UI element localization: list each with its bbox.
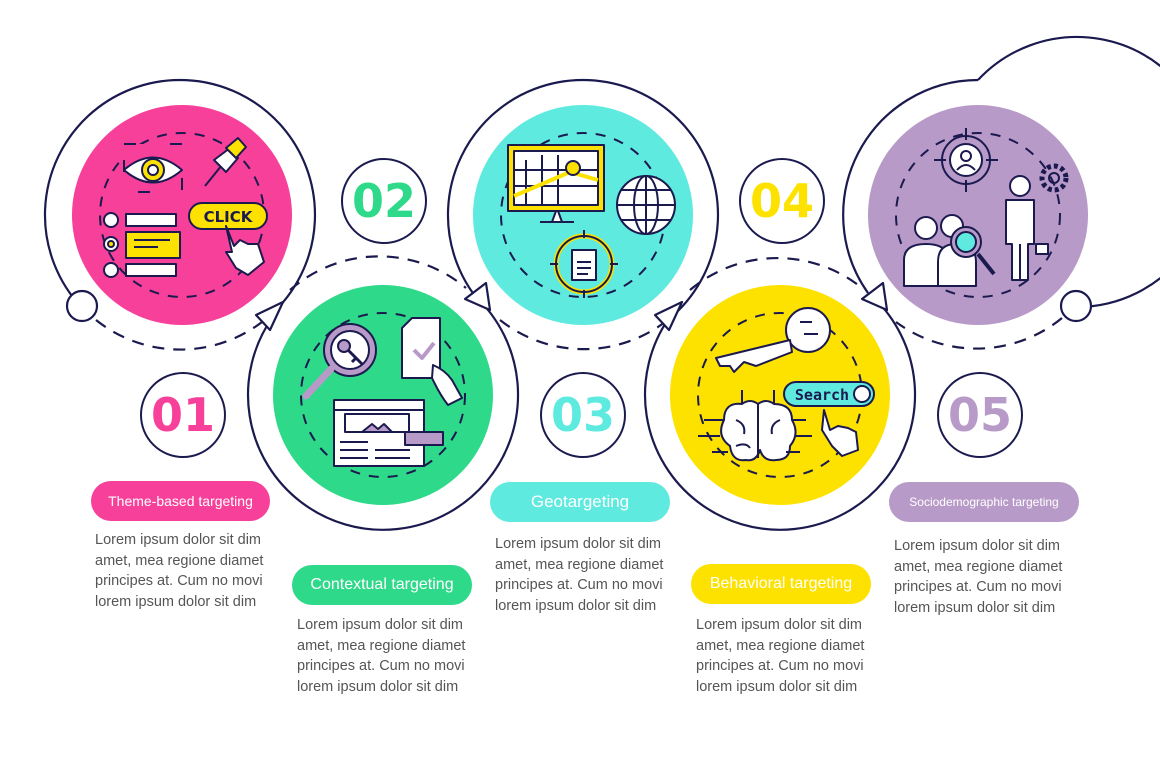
step-3-number: 03 bbox=[540, 372, 626, 458]
eye-icon bbox=[123, 143, 183, 193]
step-4-title: Behavioral targeting bbox=[691, 564, 871, 604]
step-1-number: 01 bbox=[140, 372, 226, 458]
step-4-outer-arc bbox=[643, 295, 917, 531]
arrow-icon bbox=[463, 281, 492, 312]
click-button-icon: CLICK bbox=[188, 202, 268, 276]
brain-icon bbox=[698, 390, 812, 462]
step-2-title: Contextual targeting bbox=[292, 565, 472, 605]
arrow-icon bbox=[653, 300, 684, 332]
step-4-description: Lorem ipsum dolor sit dim amet, mea regi… bbox=[696, 617, 865, 695]
checked-document-icon bbox=[401, 317, 463, 406]
step-5-outer-arc-left bbox=[842, 78, 979, 294]
arrow-icon bbox=[254, 300, 285, 332]
search-button-icon: Search bbox=[783, 381, 875, 457]
step-5-title: Sociodemographic targeting bbox=[889, 482, 1079, 522]
start-node bbox=[65, 289, 99, 323]
step-5-circle bbox=[868, 105, 1088, 325]
step-5-outer-arc bbox=[977, 35, 1160, 309]
step-2-outer-arc bbox=[246, 295, 520, 531]
gear-icon bbox=[1039, 163, 1069, 193]
step-1-description: Lorem ipsum dolor sit dim amet, mea regi… bbox=[95, 532, 264, 610]
step-5-number: 05 bbox=[937, 372, 1023, 458]
svg-text:Search: Search bbox=[795, 386, 849, 404]
globe-icon bbox=[616, 175, 676, 235]
key-icon bbox=[715, 307, 831, 373]
target-document-icon bbox=[550, 230, 618, 298]
radio-list-icon bbox=[103, 212, 181, 278]
svg-text:CLICK: CLICK bbox=[204, 208, 254, 226]
arrow-icon bbox=[860, 281, 889, 312]
step-3-title: Geotargeting bbox=[490, 482, 670, 522]
step-2-description: Lorem ipsum dolor sit dim amet, mea regi… bbox=[297, 617, 466, 695]
step-5-description: Lorem ipsum dolor sit dim amet, mea regi… bbox=[894, 538, 1063, 616]
step-1-outer-arc bbox=[43, 78, 317, 317]
target-user-icon bbox=[934, 128, 998, 192]
webpage-icon bbox=[333, 399, 444, 467]
pushpin-icon bbox=[204, 137, 247, 187]
map-monitor-icon bbox=[507, 144, 605, 223]
step-2-number: 02 bbox=[341, 158, 427, 244]
people-search-icon bbox=[903, 214, 996, 287]
magnifier-key-icon bbox=[302, 323, 377, 400]
person-icon bbox=[1005, 175, 1049, 281]
step-1-title: Theme-based targeting bbox=[91, 481, 270, 521]
end-node bbox=[1059, 289, 1093, 323]
step-3-description: Lorem ipsum dolor sit dim amet, mea regi… bbox=[495, 536, 664, 614]
step-3-outer-arc bbox=[446, 78, 720, 317]
step-4-number: 04 bbox=[739, 158, 825, 244]
